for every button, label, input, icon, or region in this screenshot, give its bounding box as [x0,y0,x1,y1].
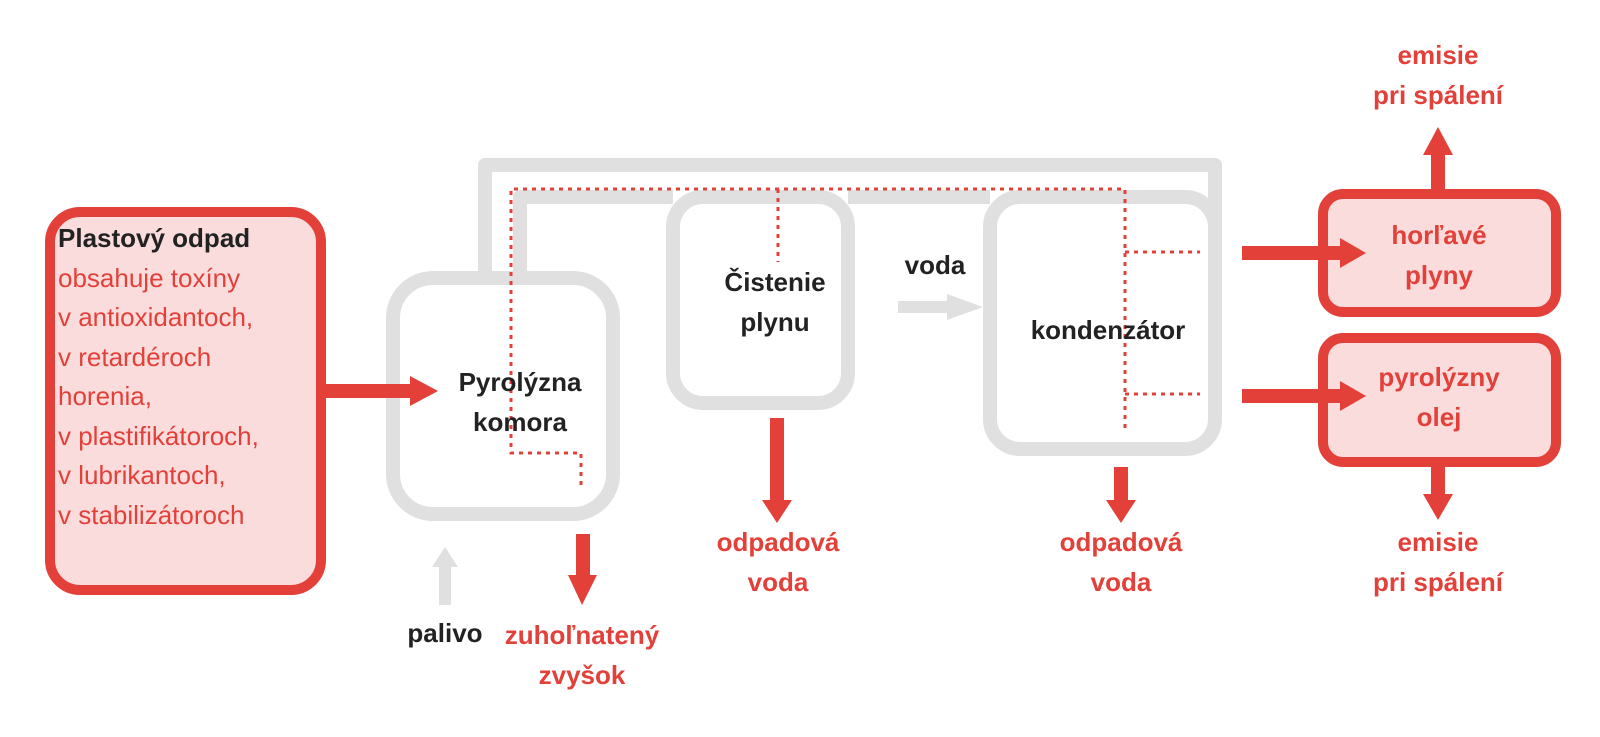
condenser-label: kondenzátor [1030,315,1186,345]
residue-label: zuhoľnatený zvyšok [504,620,660,690]
gas-cleaning-shape [666,190,855,410]
emission-bottom-arrow [1423,460,1453,520]
emission-bottom-label: emisie pri spálení [1372,527,1504,597]
gas-cleaning-label: Čistenie plynu [724,267,826,337]
water-in-label: voda [904,250,966,280]
gas-out-arrow [1242,238,1366,268]
emission-top-label: emisie pri spálení [1372,40,1504,110]
oil-out-arrow [1242,381,1366,411]
condenser-shape [983,190,1222,456]
wastewater-2-arrow [1106,467,1136,523]
input-arrow [321,376,438,406]
toxin-line: v retardéroch [58,341,212,372]
residue-arrow [568,534,597,605]
pyrolysis-oil-label: pyrolýzny olej [1378,362,1500,432]
toxin-line: v lubrikantoch, [58,460,226,490]
fuel-label: palivo [407,618,483,648]
toxin-line: obsahuje toxíny [58,262,241,293]
toxin-line: v antioxidantoch, [58,302,254,332]
combustible-gas-label: horľavé plyny [1391,220,1487,290]
plastic-waste-box [45,207,326,595]
wastewater-1-label: odpadová voda [716,527,840,597]
plastic-waste-title: Plastový odpad [58,223,251,253]
plastic-waste-text: Plastový odpad obsahuje toxíny v antioxi… [58,219,304,579]
inner-gas-pipe [513,190,673,278]
toxin-line: v stabilizátoroch [58,499,245,530]
wastewater-1-arrow [762,418,792,523]
water-in-arrow [898,294,983,320]
pyrolysis-chamber-label: Pyrolýzna komora [458,367,582,437]
wastewater-2-label: odpadová voda [1059,527,1183,597]
gas-flow-dotted-main [509,187,1127,485]
toxin-line: v plastifikátoroch, [58,420,259,451]
fuel-arrow [432,547,458,605]
emission-top-arrow [1423,127,1453,194]
toxin-line: horenia, [58,381,152,411]
